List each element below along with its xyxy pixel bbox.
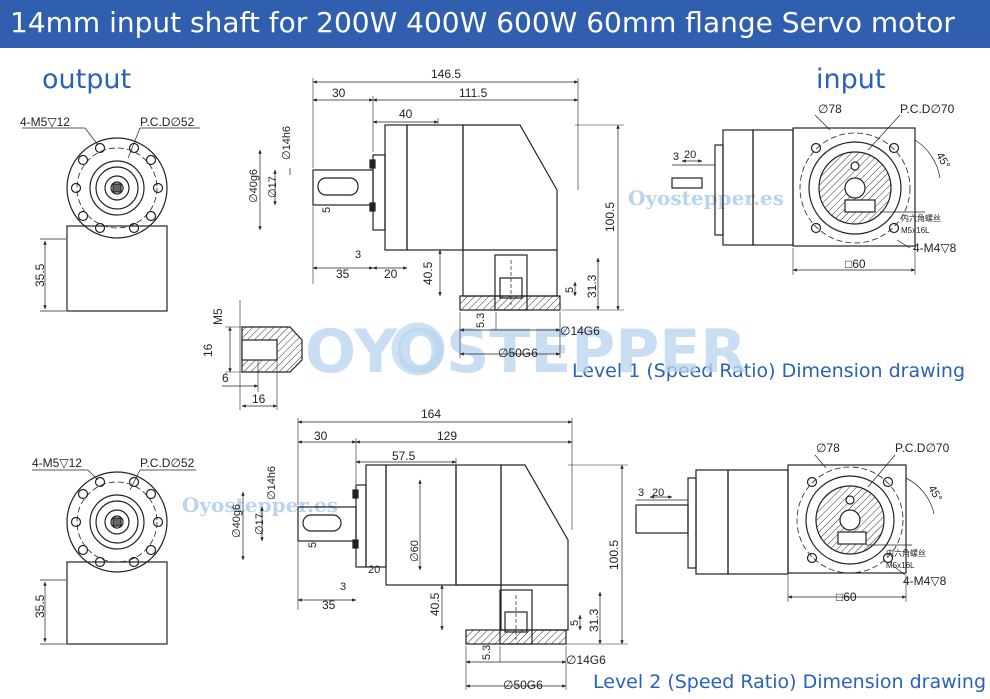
l1-key-dia: ∅17 (267, 176, 279, 198)
l2-in-square: □60 (836, 590, 857, 604)
level2-caption: Level 2 (Speed Ratio) Dimension drawing (593, 671, 987, 693)
l2-out-bolt: 4-M5▽12 (32, 456, 82, 470)
gear-icon (391, 322, 445, 376)
title-banner: 14mm input shaft for 200W 400W 600W 60mm… (0, 0, 990, 48)
l2-in-note-size: M5x16L (886, 561, 915, 570)
l2-total-length: 164 (421, 407, 441, 421)
l1-out-pcd: P.C.D∅52 (140, 115, 195, 129)
l2-d100-5: 100.5 (607, 540, 621, 570)
l1-d5-3: 5.3 (475, 313, 487, 328)
l2-d20: 20 (368, 564, 380, 576)
l2-spigot-dia: ∅40g6 (231, 504, 243, 538)
level1-caption: Level 1 (Speed Ratio) Dimension drawing (572, 360, 966, 382)
l1-in-note-cn: 内六角螺丝 (901, 213, 941, 223)
l1-detail-d6: 6 (222, 371, 229, 385)
l1-length-c: 40 (399, 107, 413, 121)
l2-out-pcd: P.C.D∅52 (140, 456, 195, 470)
l2-d5-3: 5.3 (481, 645, 493, 660)
input-label: input (816, 64, 886, 95)
l2-base: ∅50G6 (503, 678, 543, 692)
l1-out-bolt: 4-M5▽12 (20, 115, 70, 129)
level1-output-view (22, 127, 200, 312)
l1-in-dia78: ∅78 (818, 102, 842, 116)
watermark-small-2: Oyostepper.es (182, 493, 338, 517)
page-title: 14mm input shaft for 200W 400W 600W 60mm… (10, 6, 955, 39)
level2-input-view (635, 454, 935, 602)
l1-d5: 5 (564, 287, 576, 293)
l1-spigot-dia: ∅40g6 (248, 169, 260, 203)
l1-detail-m5: M5 (211, 308, 225, 325)
l2-d40-5: 40.5 (428, 592, 442, 616)
l2-in-d20: 20 (652, 487, 664, 499)
l2-out-height: 35.5 (33, 594, 47, 618)
level1-input-view (671, 114, 941, 275)
l2-in-d3: 3 (638, 487, 644, 499)
l1-detail-d16b: 16 (252, 392, 266, 406)
l2-in-dia78: ∅78 (816, 441, 840, 455)
l1-length-b: 111.5 (459, 86, 488, 100)
l1-in-d3: 3 (673, 151, 679, 163)
l2-in-angle: 45° (925, 484, 944, 504)
l1-detail-d16: 16 (201, 343, 215, 357)
l1-total-length: 146.5 (431, 67, 461, 81)
l1-in-d20-label: 20 (684, 149, 696, 161)
l1-in-square: □60 (845, 257, 866, 271)
l1-length-a: 30 (332, 86, 346, 100)
l1-shaft-dia: ∅14h6 (281, 126, 293, 160)
l1-d100-5: 100.5 (603, 202, 617, 232)
l2-d31-3: 31.3 (587, 608, 601, 632)
l2-key-dia: ∅17 (254, 513, 266, 535)
level1-side-view (258, 78, 624, 358)
l1-base: ∅50G6 (498, 346, 538, 360)
l1-in-bolt: 4-M4▽8 (913, 241, 957, 255)
l2-length-c: 57.5 (392, 449, 416, 463)
l1-in-note-size: M5x16L (901, 226, 930, 235)
l2-shaft-dia: ∅14h6 (266, 466, 278, 500)
l1-d40-5: 40.5 (421, 261, 435, 285)
l1-d35: 35 (336, 267, 350, 281)
l1-in-angle: 45° (933, 151, 952, 171)
l1-d31-3: 31.3 (585, 274, 599, 298)
l1-out-height: 35.5 (33, 263, 47, 287)
l1-d20: 20 (384, 267, 398, 281)
l1-bore: ∅14G6 (560, 324, 600, 338)
l2-mid-dia: ∅60 (409, 540, 421, 562)
l2-d35: 35 (322, 598, 336, 612)
level1-key-detail (222, 300, 303, 410)
level2-output-view (32, 469, 196, 645)
l2-bore: ∅14G6 (566, 653, 606, 667)
l2-key-w: 5 (307, 542, 319, 548)
l1-key-w: 5 (321, 207, 333, 213)
output-label: output (42, 64, 132, 95)
l2-length-a: 30 (314, 429, 328, 443)
l2-in-bolt: 4-M4▽8 (903, 574, 947, 588)
l1-d3: 3 (355, 249, 361, 261)
l2-d5: 5 (569, 620, 581, 626)
level2-side-view (241, 418, 628, 690)
l1-in-pcd: P.C.D∅70 (900, 102, 955, 116)
l2-d3: 3 (340, 581, 346, 593)
watermark-small-1: Oyostepper.es (628, 186, 784, 210)
l2-length-b: 129 (437, 429, 457, 443)
l2-in-note-cn: 内六角螺丝 (886, 548, 926, 558)
l2-in-pcd: P.C.D∅70 (895, 441, 950, 455)
